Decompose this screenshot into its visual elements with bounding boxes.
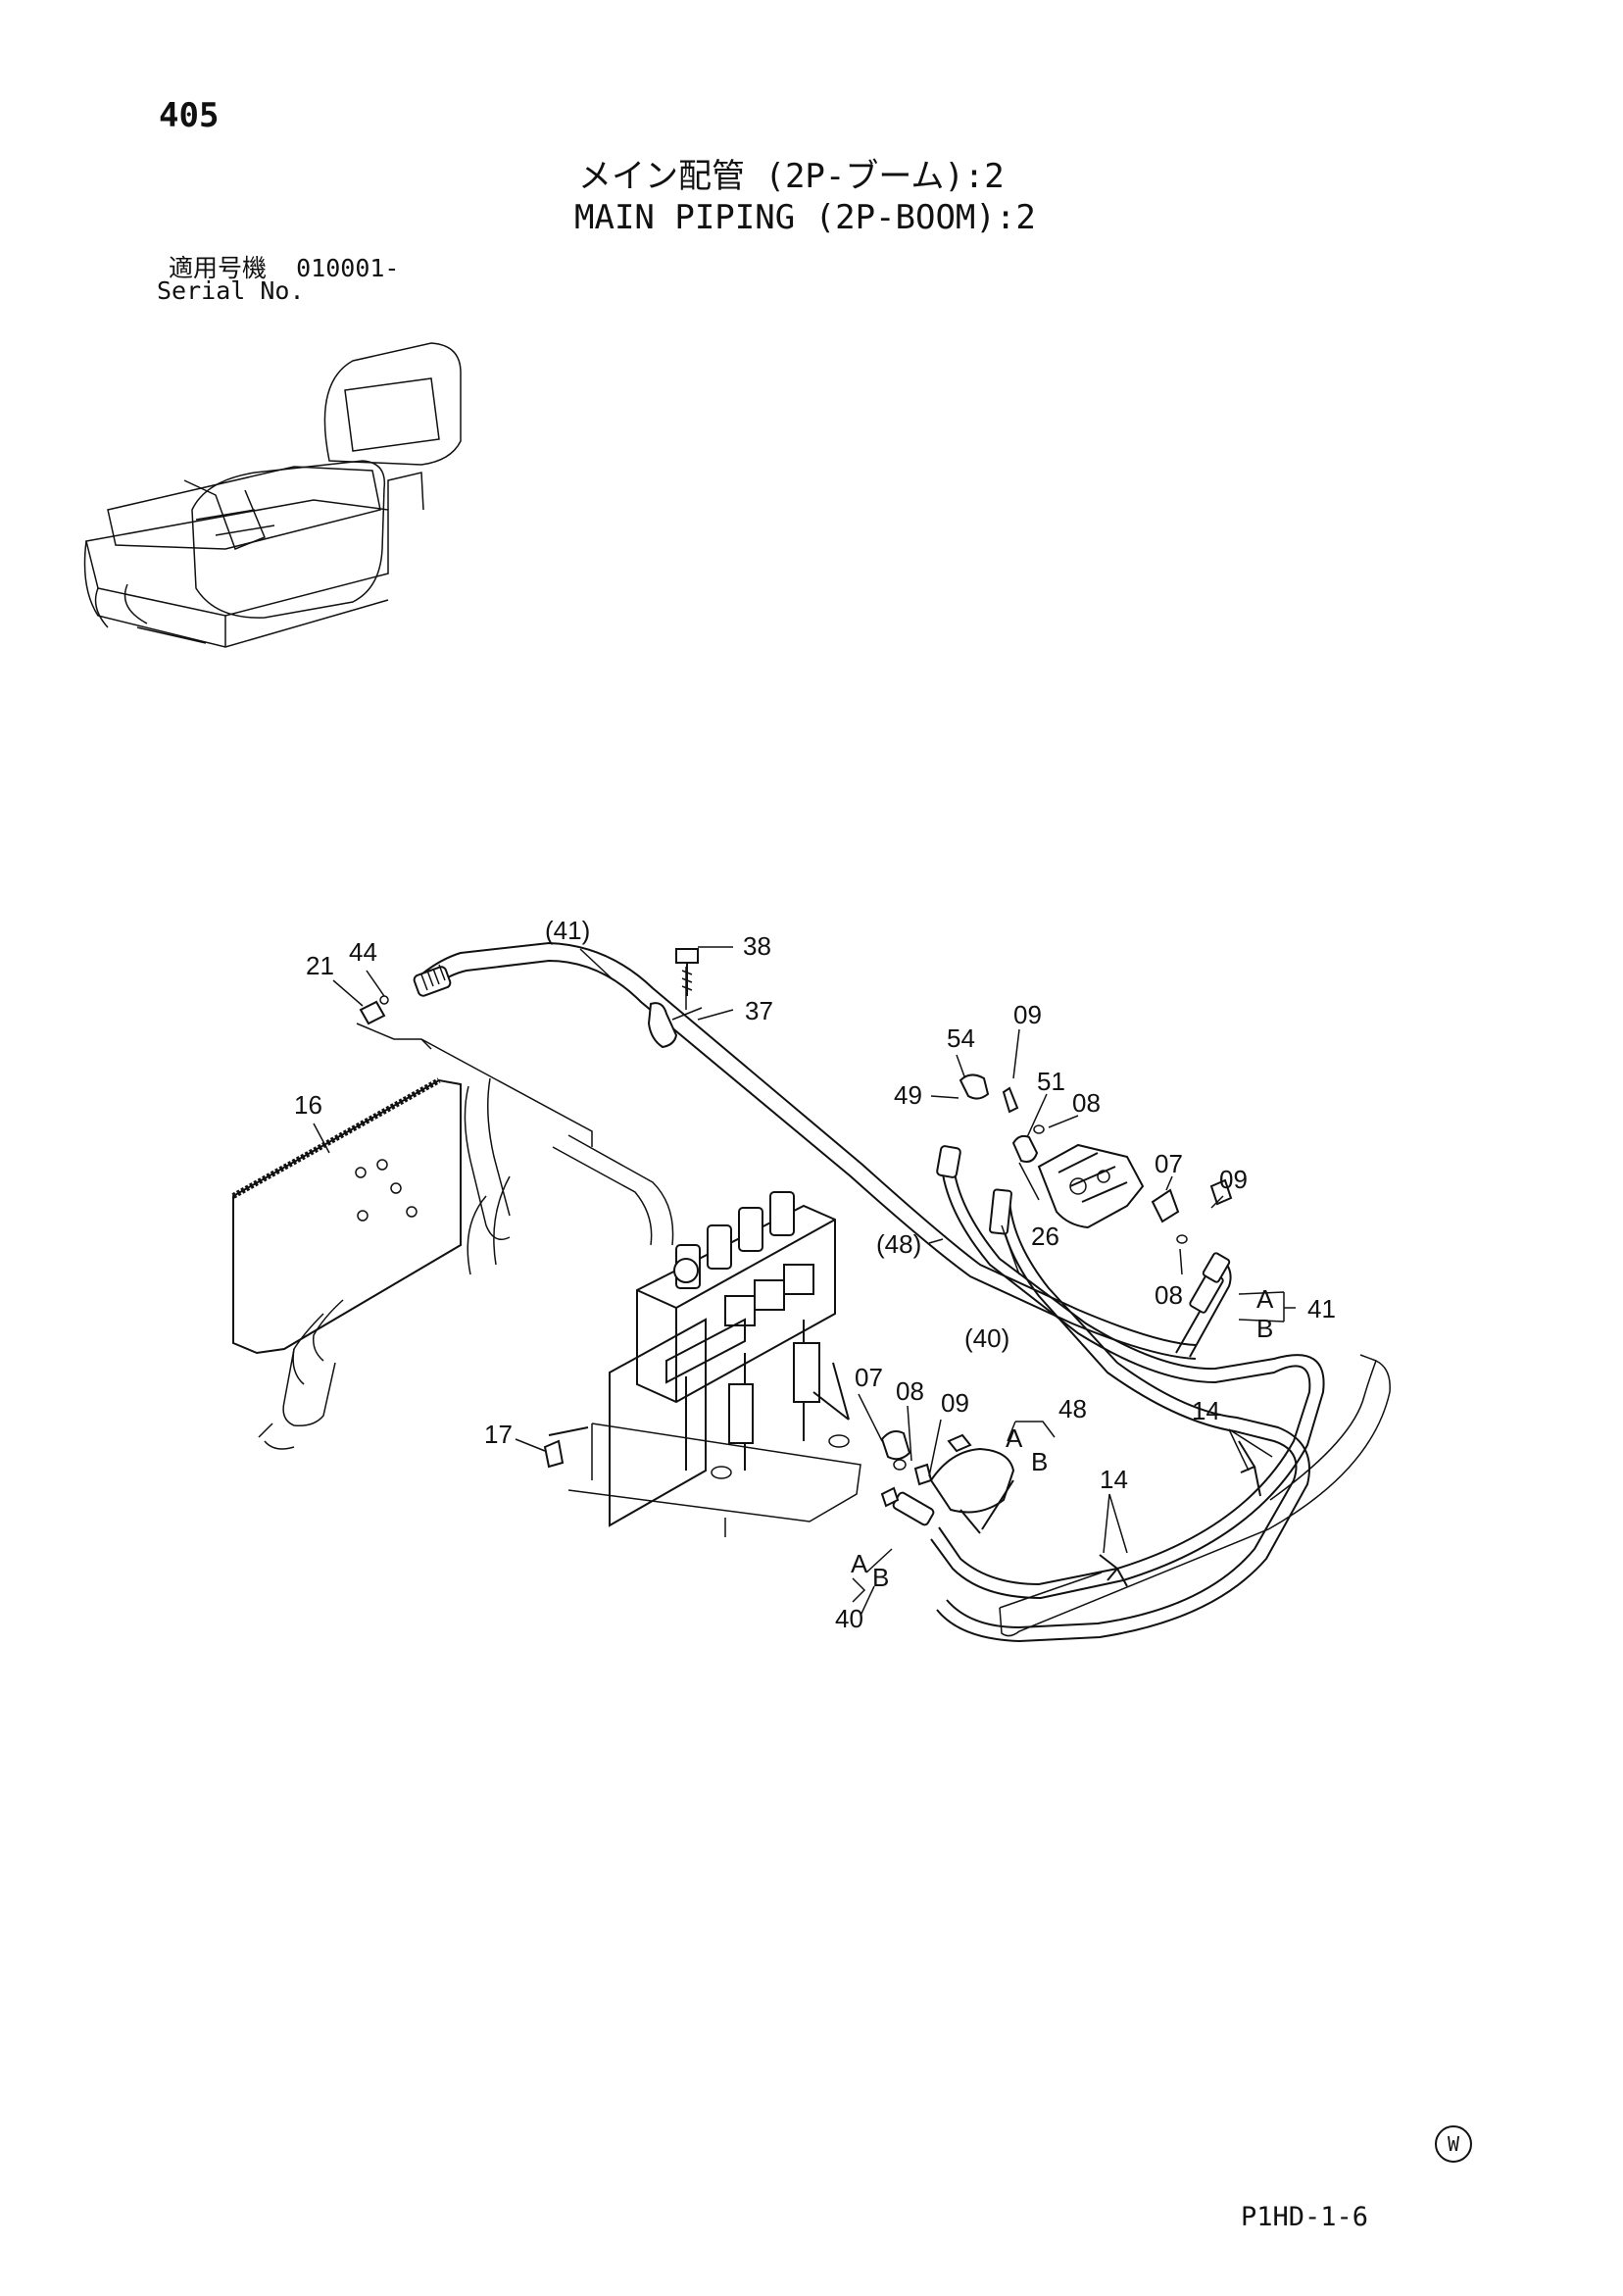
serial-label-jp: 適用号機 [169,254,268,282]
callout-a-48: A [1006,1423,1023,1453]
callout-21: 21 [306,951,334,980]
callout-09-a: 09 [1013,1000,1042,1029]
callout-41-ref: (41) [545,916,590,945]
callout-41: 41 [1307,1294,1336,1323]
callout-08-c: 08 [896,1376,924,1406]
lower-fittings [880,1430,1015,1534]
callout-17: 17 [484,1420,513,1449]
figure-code: P1HD-1-6 [1241,2202,1369,2232]
callout-09-b: 09 [1219,1165,1248,1194]
callout-49: 49 [894,1080,922,1110]
title-english: MAIN PIPING (2P-BOOM):2 [574,198,1036,237]
callout-a-41: A [1256,1284,1274,1314]
callout-07-b: 07 [855,1363,883,1392]
watermark-w-circle: W [1435,2125,1472,2163]
callout-b-40: B [872,1563,889,1592]
hose-fittings [936,1145,1231,1314]
leader-lines [313,946,1296,1617]
callout-08-b: 08 [1155,1280,1183,1310]
callout-b-48: B [1031,1447,1048,1476]
callout-a-40: A [851,1549,868,1578]
page-number: 405 [159,96,220,135]
callout-54: 54 [947,1023,975,1053]
callout-37: 37 [745,996,773,1025]
callout-51: 51 [1037,1067,1065,1096]
title-japanese: メイン配管 (2P-ブーム):2 [578,157,1005,196]
relief-valve-assembly [959,1073,1233,1244]
callout-08-a: 08 [1072,1088,1101,1118]
control-valve-assembly [548,1191,850,1527]
serial-value: 010001- [296,254,400,282]
callout-40: 40 [835,1604,863,1633]
frame-structure [258,1023,1391,1637]
callout-48: 48 [1058,1394,1087,1423]
callout-b-41: B [1256,1314,1273,1343]
fitting-17 [543,1439,565,1469]
machine-thumbnail-illustration [83,342,462,648]
callout-16: 16 [294,1090,322,1120]
callout-38: 38 [743,931,771,961]
callout-labels: 21 44 (41) 38 37 16 54 09 51 49 08 07 09… [294,916,1336,1633]
bolt-38 [675,948,699,996]
callout-40-ref: (40) [964,1323,1009,1353]
clamps-14 [1099,1440,1261,1587]
callout-09-c: 09 [941,1388,969,1418]
callout-48-ref: (48) [876,1229,921,1259]
callout-14-a: 14 [1192,1396,1220,1425]
callout-14-b: 14 [1100,1465,1128,1494]
serial-label-en: Serial No. [157,276,305,305]
callout-44: 44 [349,937,377,967]
serial-applicability: 適用号機 010001- [169,249,399,284]
panel-16 [231,1077,462,1355]
callout-26: 26 [1031,1222,1059,1251]
fitting-21 [359,995,389,1025]
callout-07-a: 07 [1155,1149,1183,1178]
